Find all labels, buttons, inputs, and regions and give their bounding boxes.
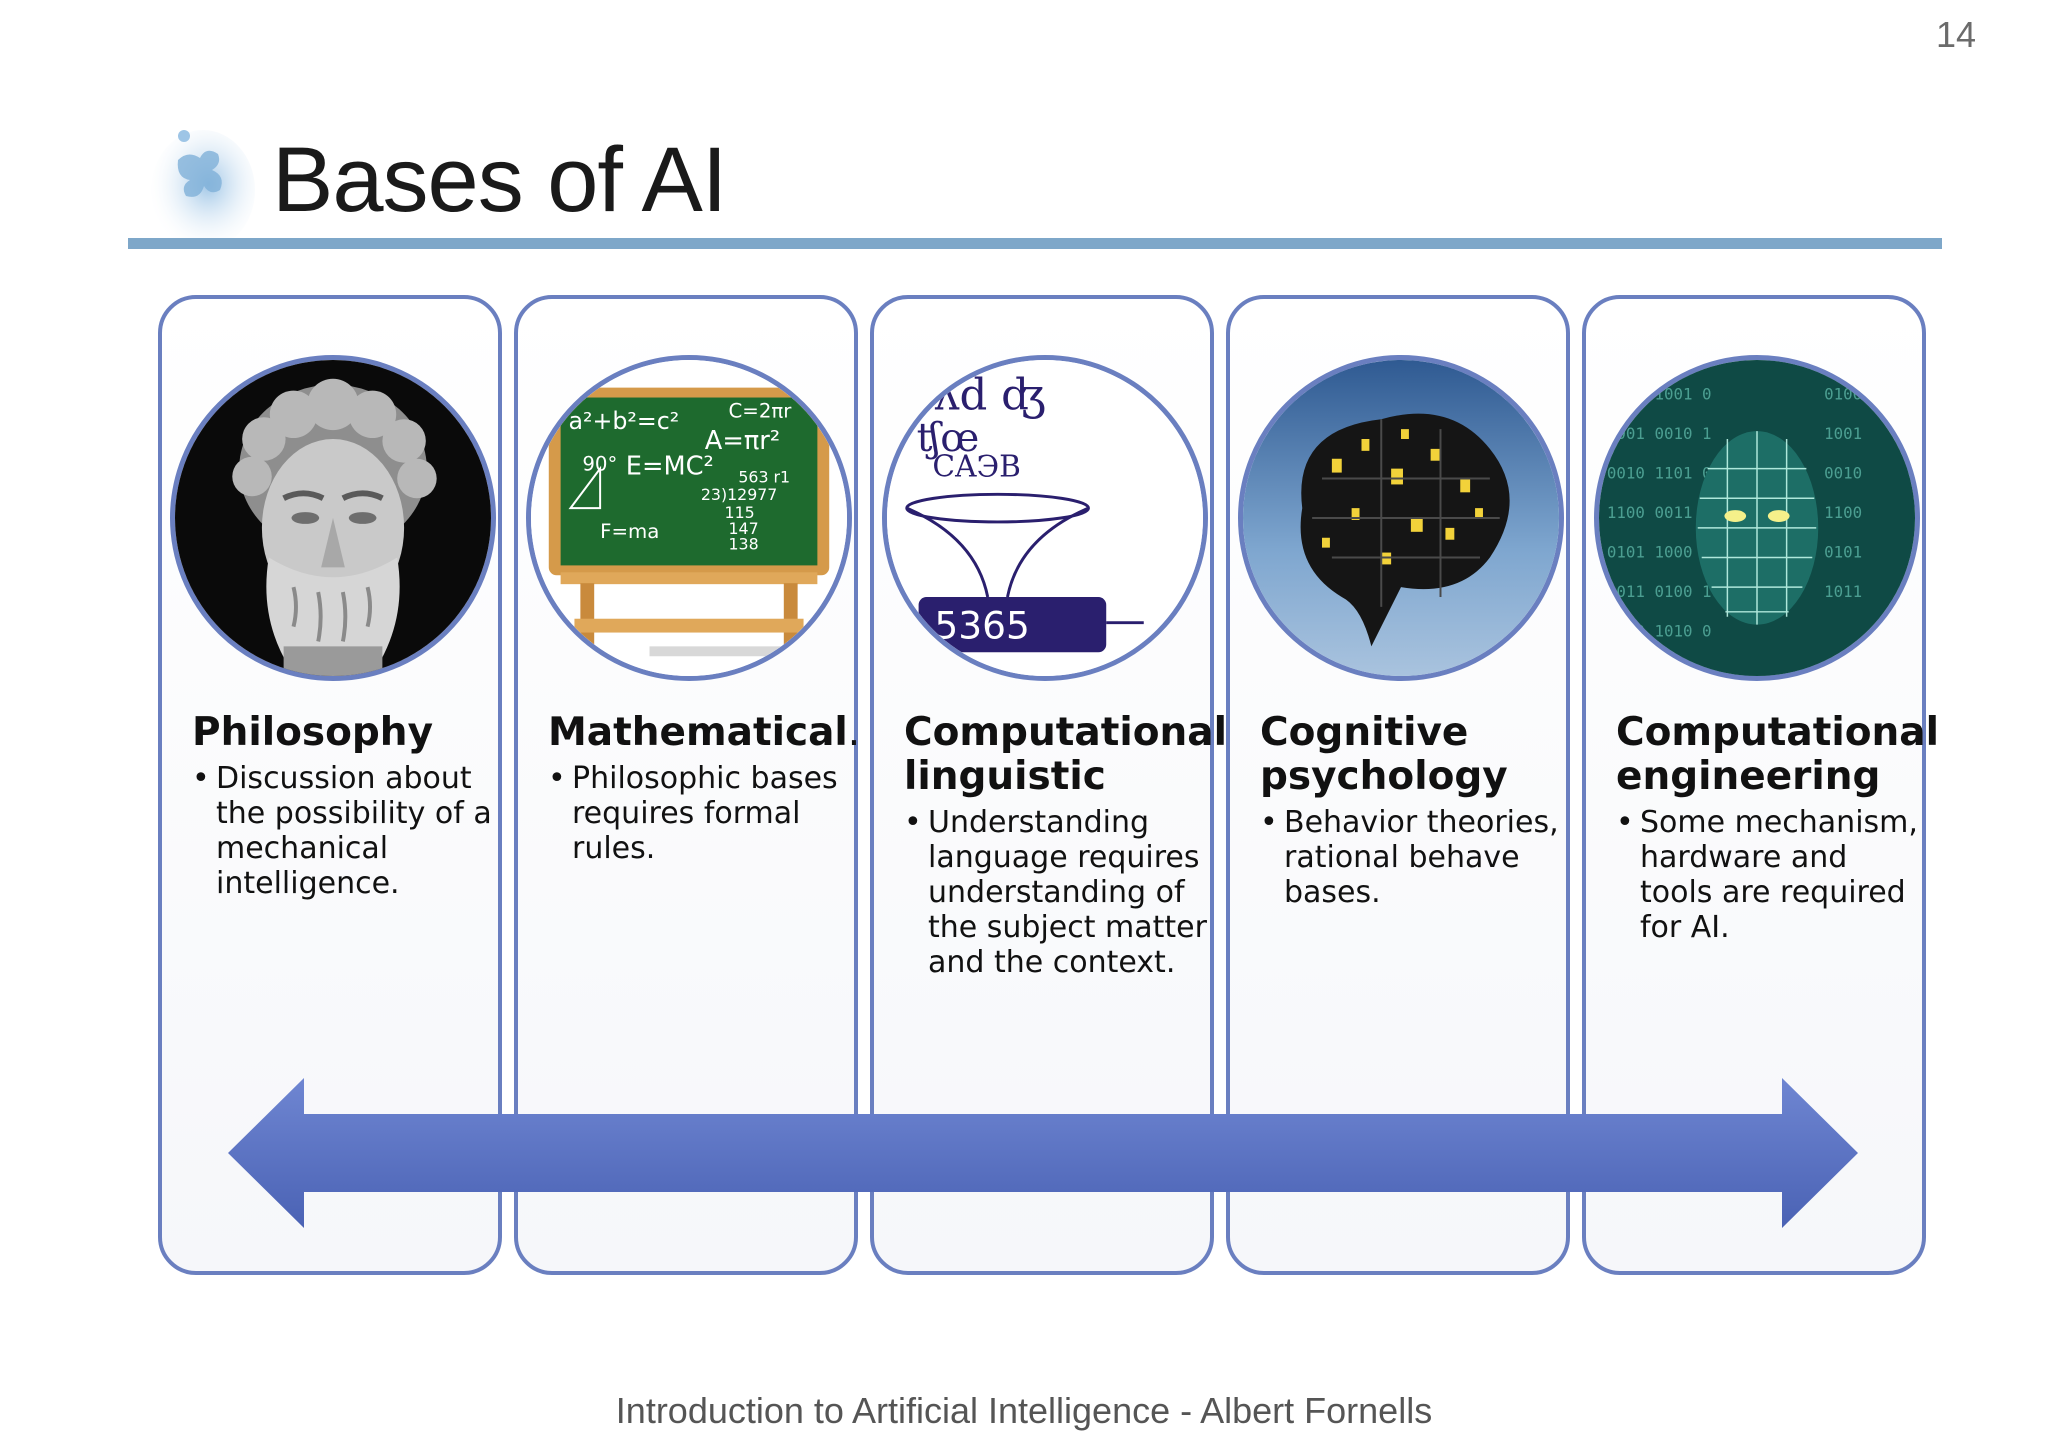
card-heading: Computational linguistic xyxy=(904,710,1227,799)
digital-face-image: 0100 1001 0 1001 0010 1 0010 1101 0 1100 0… xyxy=(1594,355,1920,681)
chalk-text: 23)12977 xyxy=(701,485,778,504)
svg-text:1011 0100 1: 1011 0100 1 xyxy=(1607,582,1712,601)
chalk-text: F=ma xyxy=(600,520,659,543)
puzzle-logo-icon xyxy=(148,120,258,250)
svg-text:1001 0010 1: 1001 0010 1 xyxy=(1607,424,1712,443)
chalk-text: E=MC² xyxy=(626,452,714,482)
card-cognitive-psychology: Cognitive psychology Behavior theories, … xyxy=(1226,295,1570,1275)
card-mathematical: a²+b²=c² C=2πr A=πr² 90° E=MC² 563 r1 23… xyxy=(514,295,861,1275)
chalk-text: a²+b²=c² xyxy=(569,407,680,435)
glyph-text: ɔʎd ʤ xyxy=(911,370,1046,420)
slide-title: Bases of AI xyxy=(272,129,727,231)
chalk-text: 138 xyxy=(729,535,759,554)
chalkboard-image: a²+b²=c² C=2πr A=πr² 90° E=MC² 563 r1 23… xyxy=(526,355,852,681)
linguistic-funnel-image: ɔʎd ʤ ʧœ CAЭB 5365 xyxy=(882,355,1208,681)
funnel-number: 5365 xyxy=(934,603,1029,647)
card-bullet: Some mechanism, hardware and tools are r… xyxy=(1616,805,1922,945)
card-heading: Mathematical. xyxy=(548,710,861,755)
chalk-text: 563 r1 xyxy=(738,467,790,486)
card-heading: Philosophy xyxy=(192,710,433,755)
city-brain-image xyxy=(1238,355,1564,681)
svg-text:0101: 0101 xyxy=(1824,543,1862,562)
chalk-text: 147 xyxy=(729,519,759,538)
svg-text:0010 1101 0: 0010 1101 0 xyxy=(1607,464,1712,483)
card-bullet: Behavior theories, rational behave bases… xyxy=(1260,805,1566,910)
svg-text:0101 1000 0: 0101 1000 0 xyxy=(1607,543,1712,562)
svg-text:1100: 1100 xyxy=(1824,503,1862,522)
card-heading: Cognitive psychology xyxy=(1260,710,1508,799)
svg-text:0100 1001 0: 0100 1001 0 xyxy=(1607,385,1712,404)
glyph-text: CAЭB xyxy=(932,450,1020,484)
card-computational-linguistic: ɔʎd ʤ ʧœ CAЭB 5365 Computational linguis… xyxy=(870,295,1227,1275)
card-bullet: Philosophic bases requires formal rules. xyxy=(548,761,854,866)
double-arrow-icon xyxy=(228,1078,1858,1228)
svg-text:1001: 1001 xyxy=(1824,424,1862,443)
card-bullet: Understanding language requires understa… xyxy=(904,805,1210,980)
svg-text:0100: 0100 xyxy=(1824,385,1862,404)
footer-text: Introduction to Artificial Intelligence … xyxy=(615,1390,1433,1431)
page-number: 14 xyxy=(1935,14,1976,55)
chalk-text: 90° xyxy=(582,453,617,476)
card-philosophy: Philosophy Discussion about the possibil… xyxy=(158,295,502,1275)
svg-text:1011: 1011 xyxy=(1824,582,1862,601)
svg-text:0010: 0010 xyxy=(1824,464,1862,483)
card-bullet: Discussion about the possibility of a me… xyxy=(192,761,498,901)
svg-text:0110 1010 0: 0110 1010 0 xyxy=(1607,622,1712,641)
card-computational-engineering: 0100 1001 0 1001 0010 1 0010 1101 0 1100 0… xyxy=(1582,295,1939,1275)
title-divider xyxy=(128,238,1942,249)
glyph-text: ʧœ xyxy=(917,415,980,461)
card-heading: Computational engineering xyxy=(1616,710,1939,799)
chalk-text: C=2πr xyxy=(729,399,793,422)
svg-text:1100 0011 1: 1100 0011 1 xyxy=(1607,503,1712,522)
chalk-text: A=πr² xyxy=(705,426,780,456)
greek-bust-image xyxy=(170,355,496,681)
chalk-text: 115 xyxy=(725,503,755,522)
